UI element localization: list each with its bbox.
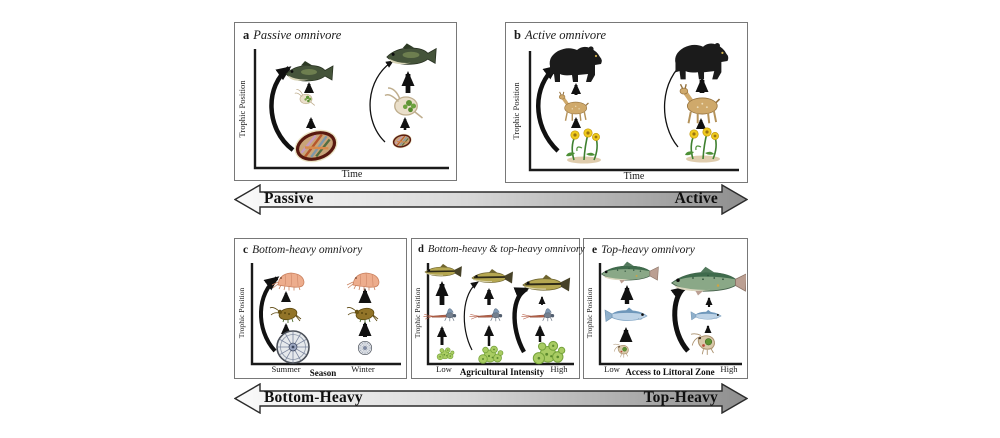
fish-icon-2 (386, 42, 437, 65)
weak-omnivory-arrow-d (463, 281, 479, 351)
strong-omnivory-arrow (269, 66, 295, 152)
panel-e-plot: Trophic Position Low High Access to Litt… (585, 261, 746, 377)
weak-omnivory-arrow (369, 60, 394, 143)
panel-e-ylabel: Trophic Position (585, 288, 594, 339)
panel-a-axes (253, 49, 449, 170)
minnow-icon-3 (522, 273, 572, 293)
double-arrow-polygon (233, 183, 749, 216)
tick-high-d: High (550, 364, 568, 374)
panel-e-title-text: Top-heavy omnivory (601, 244, 695, 256)
panel-b-axes (528, 51, 739, 172)
tick-winter: Winter (351, 364, 375, 374)
benthic-algal-resource-small-icon (391, 132, 414, 151)
panel-a-xlabel: Time (342, 169, 363, 179)
panel-e-xlabel: Access to Littoral Zone (625, 367, 714, 377)
amphipod-icon (271, 272, 305, 291)
black-bear-icon (549, 46, 602, 82)
invertebrate-grazer-icon (269, 306, 302, 324)
panel-c-letter: c (243, 244, 249, 256)
strong-omnivory-arrow-e (670, 286, 690, 353)
tick-low-d: Low (436, 364, 453, 374)
littoral-shrimp-large-icon (690, 333, 716, 356)
panel-e-axes (598, 263, 742, 366)
gradient-label-active: Active (674, 189, 718, 207)
planktivorous-fish-icon-1 (604, 307, 648, 322)
double-arrow-polygon-2 (233, 382, 749, 415)
gradient-label-bottom-heavy: Bottom-Heavy (264, 388, 363, 406)
strong-omnivory-arrow-b (536, 65, 560, 153)
diatom-small-icon (357, 340, 373, 356)
panel-c-axes (250, 263, 401, 366)
strong-omnivory-arrow-c (259, 276, 280, 353)
gradient-label-top-heavy: Top-Heavy (643, 388, 718, 406)
tick-high-e: High (720, 364, 738, 374)
gradient-label-passive: Passive (264, 189, 314, 207)
diatom-large-icon (276, 330, 310, 364)
tick-summer: Summer (271, 364, 300, 374)
tick-low-e: Low (604, 364, 621, 374)
panel-a-plot: Trophic Position Time (237, 42, 449, 179)
flowering-plants-icon-2 (684, 127, 721, 164)
panel-c-plot: Trophic Position Summer Winter Season (237, 263, 401, 377)
deer-fawn-icon (557, 90, 591, 123)
panel-e-letter: e (592, 244, 598, 256)
amphipod-icon-2 (346, 272, 380, 291)
panel-c-title-text: Bottom-heavy omnivory (252, 244, 363, 256)
bottom-heavy-top-heavy-gradient-arrow: Bottom-Heavy Top-Heavy (233, 382, 749, 415)
panel-d-axes (426, 263, 574, 366)
minnow-icon-1 (424, 263, 463, 278)
green-algae-medium-icon (478, 345, 504, 364)
mayfly-nymph-icon-3 (521, 308, 555, 322)
green-algae-large-icon (532, 340, 566, 365)
panel-b-xlabel: Time (624, 171, 645, 181)
flowering-plants-icon (565, 128, 602, 165)
panel-d-letter: d (418, 244, 424, 255)
gradient-arrow-shape-1 (233, 183, 749, 216)
zooplankton-icon (294, 89, 316, 106)
minnow-icon-2 (471, 268, 514, 285)
panel-d-title-text: Bottom-heavy & top-heavy omnivory (427, 244, 585, 255)
panel-b-ylabel: Trophic Position (511, 82, 521, 140)
panel-d-xlabel: Agricultural Intensity (460, 367, 545, 377)
panel-b-title-text: Active omnivore (524, 28, 607, 42)
mayfly-nymph-icon-2 (469, 308, 503, 322)
zooplankton-large-icon (384, 87, 424, 119)
green-algae-small-icon (436, 347, 455, 361)
panel-a-ylabel: Trophic Position (237, 80, 247, 138)
panel-b-plot: Trophic Position Time (511, 43, 739, 181)
piscivorous-fish-icon-1 (600, 261, 659, 284)
panel-a-title-text: Passive omnivore (253, 28, 342, 42)
planktivorous-fish-icon-2 (690, 309, 722, 321)
panel-a-letter: a (243, 28, 250, 42)
strong-omnivory-arrow-d (512, 286, 530, 354)
panel-b-letter: b (514, 28, 521, 42)
panel-d-plot: Trophic Position Low High Agricultural I… (413, 263, 574, 377)
panel-c-xlabel: Season (310, 368, 337, 377)
invertebrate-grazer-icon-2 (346, 306, 379, 324)
littoral-shrimp-small-icon (613, 343, 629, 359)
benthic-algal-resource-icon (290, 124, 341, 167)
passive-active-gradient-arrow: Passive Active (233, 183, 749, 216)
fish-icon (285, 60, 334, 82)
gradient-arrow-shape-2 (233, 382, 749, 415)
panel-c-ylabel: Trophic Position (237, 288, 246, 339)
panel-d-ylabel: Trophic Position (413, 288, 422, 339)
black-bear-icon-2 (675, 43, 729, 80)
